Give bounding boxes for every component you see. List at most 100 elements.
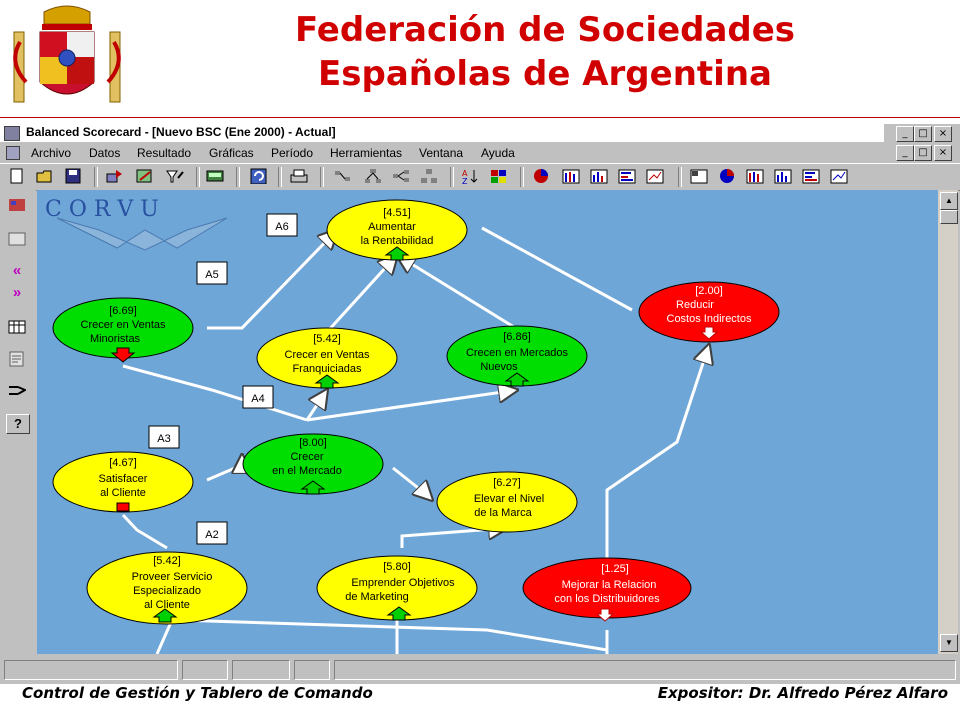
node-label: Costos Indirectos <box>667 313 752 325</box>
node-mercados-nuevos[interactable]: [6.86] Crecen en Mercados Nuevos <box>446 325 588 387</box>
node-satisfacer-cliente[interactable]: [4.67] Satisfacer al Cliente <box>52 451 194 513</box>
close-button[interactable]: × <box>934 126 952 142</box>
doc-close-button[interactable]: × <box>934 145 952 161</box>
status-panel <box>294 660 330 680</box>
node-value: [5.42] <box>313 333 341 345</box>
menu-ventana[interactable]: Ventana <box>419 146 464 160</box>
connector-mercado-franq <box>305 390 327 421</box>
page-title-line1: Federación de Sociedades <box>294 10 796 50</box>
menu-periodo[interactable]: Período <box>271 146 314 160</box>
bar-chart-3-icon[interactable] <box>746 168 764 184</box>
connector-a5 <box>207 230 337 330</box>
sort-icon[interactable]: AZ <box>462 168 480 184</box>
doc-maximize-button[interactable]: □ <box>914 145 932 161</box>
doc-minimize-button[interactable]: _ <box>896 145 914 161</box>
org-layout-icon[interactable] <box>364 168 382 184</box>
connector-a3 <box>206 455 242 482</box>
grid-color-icon[interactable] <box>490 168 508 184</box>
node-objetivos-marketing[interactable]: [5.80] Emprender Objetivos de Marketing <box>316 555 478 621</box>
connector-a4 <box>122 364 308 422</box>
footer-left: Control de Gestión y Tablero de Comando <box>22 684 373 702</box>
connector-mercado-nuevos <box>306 390 517 422</box>
add-measure-icon[interactable] <box>106 168 124 184</box>
node-aumentar-rentabilidad[interactable]: [4.51] Aumentar la Rentabilidad <box>326 199 468 261</box>
trend-down-icon <box>699 326 719 340</box>
filter-icon[interactable] <box>166 168 184 184</box>
connector-marketing-marca <box>400 528 507 548</box>
tree-layout-icon[interactable] <box>334 168 352 184</box>
scroll-thumb[interactable] <box>940 210 958 224</box>
pie-chart-2-icon[interactable] <box>718 168 736 184</box>
node-nivel-marca[interactable]: [6.27] Elevar el Nivel de la Marca <box>436 471 578 533</box>
node-relacion-distribuidores[interactable]: [1.25] Mejorar la Relacion con los Distr… <box>522 557 692 622</box>
node-ventas-minoristas[interactable]: [6.69] Crecer en Ventas Minoristas <box>52 297 194 363</box>
scroll-up-button[interactable]: ▲ <box>940 192 958 210</box>
menu-datos[interactable]: Datos <box>89 146 121 160</box>
node-label: al Cliente <box>100 487 146 499</box>
vertical-scrollbar[interactable]: ▲ ▼ <box>938 190 958 654</box>
edit-measure-icon[interactable] <box>136 168 154 184</box>
bar-chart-2-icon[interactable] <box>590 168 608 184</box>
menu-archivo[interactable]: Archivo <box>31 146 72 160</box>
app-icon <box>4 126 20 141</box>
node-label: Satisfacer <box>99 473 148 485</box>
node-value: [8.00] <box>299 437 327 449</box>
node-label: Emprender Objetivos <box>351 577 455 589</box>
document-icon <box>6 146 20 160</box>
new-file-icon[interactable] <box>8 168 26 184</box>
help-icon[interactable]: ? <box>6 414 30 434</box>
table-icon[interactable] <box>8 318 26 336</box>
line-chart-2-icon[interactable] <box>830 168 848 184</box>
bar-chart-icon[interactable] <box>562 168 580 184</box>
menu-resultado[interactable]: Resultado <box>137 146 192 160</box>
open-folder-icon[interactable] <box>36 168 54 184</box>
connector-franq-rent <box>325 255 397 334</box>
horizontal-bar-icon[interactable] <box>618 168 636 184</box>
node-ventas-franquiciadas[interactable]: [5.42] Crecer en Ventas Franquiciadas <box>256 327 398 389</box>
bar-chart-4-icon[interactable] <box>774 168 792 184</box>
menu-herramientas[interactable]: Herramientas <box>330 146 403 160</box>
node-crecer-mercado[interactable]: [8.00] Crecer en el Mercado <box>242 433 384 495</box>
fast-forward-icon[interactable]: » <box>12 284 22 301</box>
node-label: Crecer <box>290 451 323 463</box>
calendar-icon[interactable] <box>8 230 26 248</box>
node-label: Crecer en Ventas <box>81 319 166 331</box>
corvu-logo-text: C O R V U <box>45 197 159 222</box>
node-value: [4.51] <box>383 207 411 219</box>
scorecard-icon[interactable] <box>8 196 26 214</box>
connector-nuevos-rent <box>397 255 523 334</box>
node-label: al Cliente <box>144 599 190 611</box>
line-chart-icon[interactable] <box>646 168 664 184</box>
node-label: Nuevos <box>480 361 518 373</box>
node-value: [5.42] <box>153 555 181 567</box>
status-panel <box>334 660 956 680</box>
scroll-down-button[interactable]: ▼ <box>940 634 958 652</box>
save-icon[interactable] <box>64 168 82 184</box>
connector-bottom-2 <box>176 618 608 652</box>
node-costos-indirectos[interactable]: [2.00] Reducir Costos Indirectos <box>638 281 780 343</box>
tag-a4-label: A4 <box>251 393 264 405</box>
toolbar-separator <box>94 167 98 187</box>
menu-ayuda[interactable]: Ayuda <box>481 146 515 160</box>
refresh-icon[interactable] <box>250 168 268 184</box>
node-value: [6.69] <box>109 305 137 317</box>
minimize-button[interactable]: _ <box>896 126 914 142</box>
maximize-button[interactable]: □ <box>914 126 932 142</box>
print-icon[interactable] <box>290 168 308 184</box>
calculator-icon[interactable] <box>206 168 224 184</box>
pie-chart-icon[interactable] <box>532 168 550 184</box>
node-label: en el Mercado <box>272 465 342 477</box>
strategy-map-canvas: C O R V U A6 A5 A4 A3 A2 <box>37 190 938 654</box>
split-icon[interactable] <box>8 382 26 400</box>
table-view-icon[interactable] <box>690 168 708 184</box>
trend-down-icon <box>595 608 615 622</box>
menu-graficas[interactable]: Gráficas <box>209 146 254 160</box>
pyramid-layout-icon[interactable] <box>420 168 438 184</box>
horizontal-bar-2-icon[interactable] <box>802 168 820 184</box>
rewind-icon[interactable]: « <box>12 262 22 279</box>
node-label: Especializado <box>133 585 201 597</box>
notes-icon[interactable] <box>8 350 26 368</box>
status-bar <box>0 656 960 682</box>
node-proveer-servicio[interactable]: [5.42] Proveer Servicio Especializado al… <box>86 551 248 625</box>
flow-layout-icon[interactable] <box>392 168 410 184</box>
